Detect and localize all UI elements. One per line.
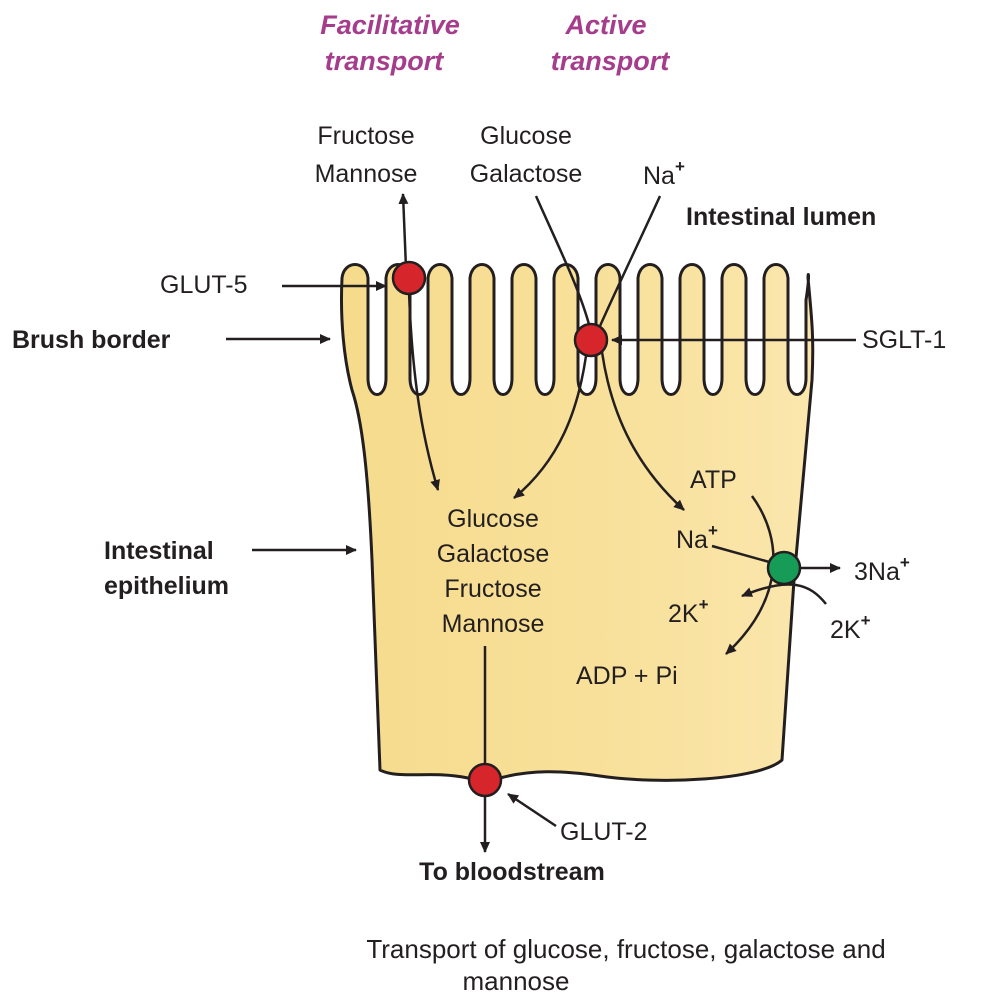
intestinal-lumen-label: Intestinal lumen bbox=[686, 203, 876, 231]
atp-label: ATP bbox=[690, 466, 737, 494]
caption-line1: Transport of glucose, fructose, galactos… bbox=[366, 934, 885, 964]
lumen-na-label: Na+ bbox=[643, 157, 685, 190]
pump-k-out-label: 2K+ bbox=[830, 611, 871, 644]
lumen-glucose-label: Glucose bbox=[480, 122, 572, 150]
adp-pi-label: ADP + Pi bbox=[576, 662, 678, 690]
cell-galactose-label: Galactose bbox=[437, 540, 550, 568]
cell-glucose-label: Glucose bbox=[447, 505, 539, 533]
bloodstream-label: To bloodstream bbox=[419, 858, 605, 886]
sglt1-carrier bbox=[575, 324, 607, 356]
glut2-pointer bbox=[508, 794, 556, 826]
caption-line2: mannose bbox=[463, 966, 570, 996]
sglt1-label: SGLT-1 bbox=[862, 326, 946, 354]
brush-border-label: Brush border bbox=[12, 326, 171, 354]
glut5-carrier bbox=[393, 262, 425, 294]
glut5-label: GLUT-5 bbox=[160, 271, 248, 299]
facilitative-heading-line1: Facilitative bbox=[320, 10, 460, 40]
glut2-carrier bbox=[469, 764, 501, 796]
na-k-pump-carrier bbox=[768, 552, 800, 584]
active-heading-line1: Active bbox=[564, 10, 646, 40]
lumen-galactose-label: Galactose bbox=[470, 160, 583, 188]
cell-fructose-label: Fructose bbox=[444, 575, 541, 603]
lumen-fructose-label: Fructose bbox=[317, 122, 414, 150]
facilitative-heading-line2: transport bbox=[325, 46, 445, 76]
cell-mannose-label: Mannose bbox=[442, 610, 545, 638]
glut2-label: GLUT-2 bbox=[560, 818, 648, 846]
epithelium-label: epithelium bbox=[104, 572, 229, 600]
pump-na-out-label: 3Na+ bbox=[854, 553, 910, 586]
active-heading-line2: transport bbox=[551, 46, 671, 76]
intestinal-label: Intestinal bbox=[104, 537, 214, 565]
lumen-mannose-label: Mannose bbox=[315, 160, 418, 188]
fructose-exit-arrow bbox=[403, 194, 406, 268]
